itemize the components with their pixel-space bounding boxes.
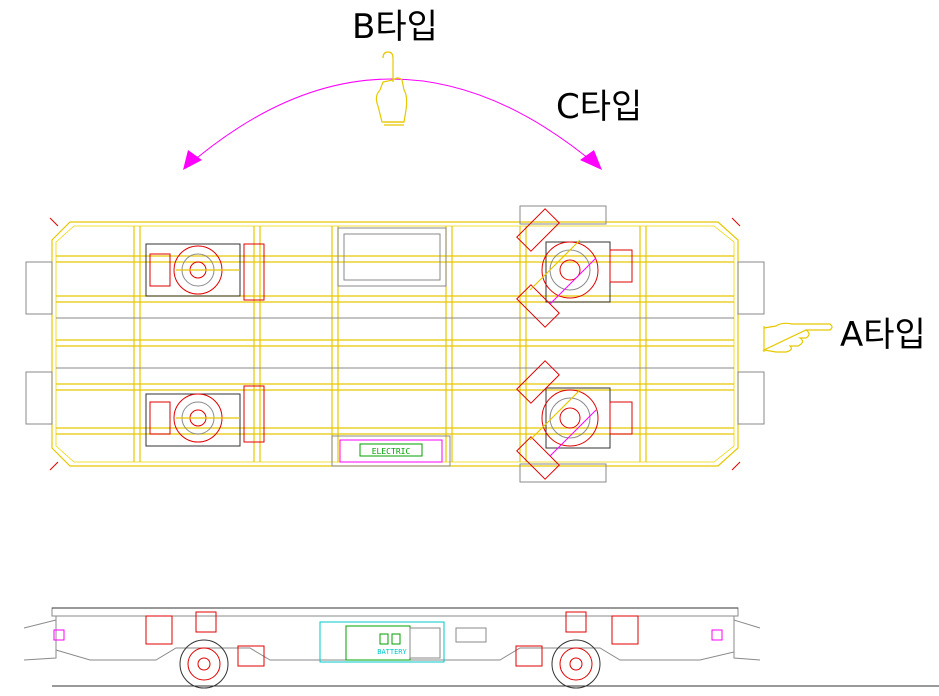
battery-pack: BATTERY bbox=[319, 621, 445, 663]
arc-arrowhead-left bbox=[183, 150, 202, 170]
pointing-right-hand-icon bbox=[762, 322, 833, 353]
type-c-label: C타입 bbox=[556, 87, 643, 127]
type-a-label: A타입 bbox=[840, 315, 926, 355]
turntable-wheel-unit-bottom bbox=[516, 360, 633, 480]
side-view: BATTERY bbox=[23, 607, 939, 689]
frame-outline bbox=[51, 221, 739, 467]
arc-arrowhead-right bbox=[580, 150, 602, 170]
top-view: ELECTRIC bbox=[25, 205, 765, 483]
turntable-wheel-unit-top bbox=[516, 208, 633, 328]
fixed-wheel-unit-top bbox=[145, 243, 265, 301]
type-b-label: B타입 bbox=[352, 7, 438, 47]
rotation-arc bbox=[183, 78, 602, 170]
fixed-wheel-unit-bottom bbox=[145, 385, 265, 447]
electric-panel-label: ELECTRIC bbox=[372, 447, 411, 456]
electric-panel: ELECTRIC bbox=[331, 435, 451, 467]
battery-panel-label: BATTERY bbox=[377, 648, 407, 656]
side-wheel-left bbox=[145, 611, 265, 689]
side-wheel-right bbox=[515, 611, 639, 689]
pointing-up-hand-icon bbox=[375, 51, 408, 126]
